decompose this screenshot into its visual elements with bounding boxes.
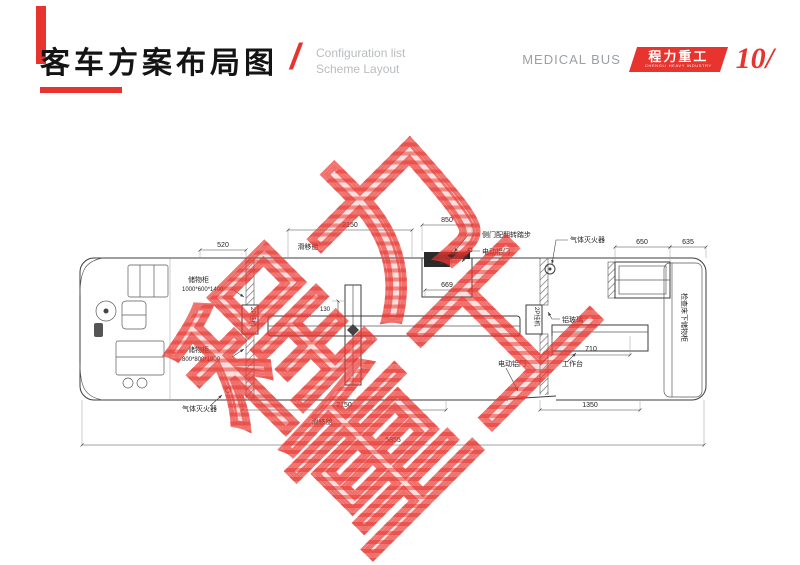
brand-logo-text: 程力重工 — [648, 48, 709, 64]
label-cabinet1-size: 1000*600*1400 — [182, 287, 224, 293]
label-cabinet2-name: 储物柜 — [188, 345, 209, 354]
ac-unit-right — [525, 304, 543, 335]
label-cabinet2-size: 800*800*1800 — [182, 357, 221, 363]
partition-right-top — [539, 257, 549, 306]
bottom-door-leaf — [507, 395, 557, 400]
dim-710: 710 — [585, 346, 597, 353]
bus-layout-svg: 2150 850 520 669 130 650 635 710 2150 13… — [79, 217, 708, 447]
page-number: 10/ — [735, 42, 774, 75]
flip-step — [424, 252, 470, 267]
bus-outline — [79, 257, 707, 401]
label-extinguisher-bottom: 气体灭火器 — [182, 404, 217, 413]
interior-equipment — [225, 247, 703, 405]
bed-storage-cabinet — [663, 262, 703, 398]
dim-650: 650 — [636, 239, 648, 246]
dimension-lines — [80, 223, 708, 447]
center-marker — [347, 324, 359, 336]
dim-130: 130 — [320, 307, 331, 313]
label-bed-cabinet: 检查床下储物柜 — [680, 293, 689, 342]
dim-5855: 5855 — [385, 437, 401, 444]
label-sliding-cabin-top: 滑移舱 — [298, 242, 319, 251]
dim-669: 669 — [441, 282, 453, 289]
subtitle-en: Configuration list Scheme Layout — [316, 45, 405, 77]
extension-lines — [81, 225, 707, 445]
label-cabinet1-name: 储物柜 — [188, 275, 209, 284]
dim-1350: 1350 — [582, 402, 598, 409]
label-sliding-cabin-bottom: 滑移舱 — [312, 417, 333, 426]
partition-left-top — [245, 257, 255, 306]
brand-logo: 程力重工 CHENGLI HEAVY INDUSTRY — [628, 46, 728, 72]
header-right: MEDICAL BUS 程力重工 CHENGLI HEAVY INDUSTRY … — [522, 44, 774, 74]
page-title: 客车方案布局图 — [40, 47, 278, 80]
subtitle-line-2: Scheme Layout — [316, 62, 400, 76]
driver-area — [94, 258, 171, 400]
label-workbench: 工作台 — [562, 359, 583, 368]
glass-wall-hatch — [607, 261, 616, 299]
subtitle-line-1: Configuration list — [316, 46, 406, 60]
title-slash: / — [290, 36, 301, 77]
dim-850: 850 — [441, 217, 453, 224]
brand-logo-inner: 程力重工 CHENGLI HEAVY INDUSTRY — [644, 48, 712, 69]
leader-lines — [209, 234, 577, 407]
partition-left-bottom — [245, 333, 255, 401]
label-aluminum-glass: 铝玻璃 — [562, 315, 583, 324]
workbench-rect — [551, 324, 649, 352]
medical-bus-label: MEDICAL BUS — [522, 51, 621, 67]
dim-2150-bottom: 2150 — [336, 402, 352, 409]
red-accent-bar — [36, 6, 46, 64]
title-underline — [40, 87, 122, 93]
label-ac-left: 2P挂机 — [249, 307, 257, 326]
partition-walls — [245, 257, 549, 401]
label-extinguisher-top: 气体灭火器 — [570, 235, 605, 244]
dim-2150-top: 2150 — [342, 222, 358, 229]
dim-520: 520 — [217, 242, 229, 249]
dim-635: 635 — [682, 239, 694, 246]
label-electric-door-top: 电动铝门 — [482, 247, 510, 256]
extinguisher-symbol-bottom — [225, 387, 231, 393]
partition-right-bottom — [539, 333, 549, 401]
ac-unit-left — [241, 304, 259, 335]
label-ac-right: 2P挂机 — [533, 307, 541, 326]
label-electric-door-bottom: 电动铝门 — [498, 359, 526, 368]
scheme-drawing: 2150 850 520 669 130 650 635 710 2150 13… — [70, 205, 720, 465]
door-leaf — [439, 249, 471, 265]
label-door-step: 侧门配翻转踏步 — [482, 230, 531, 239]
extinguisher-symbol-top — [544, 263, 556, 275]
brand-logo-subtext: CHENGLI HEAVY INDUSTRY — [644, 62, 712, 68]
